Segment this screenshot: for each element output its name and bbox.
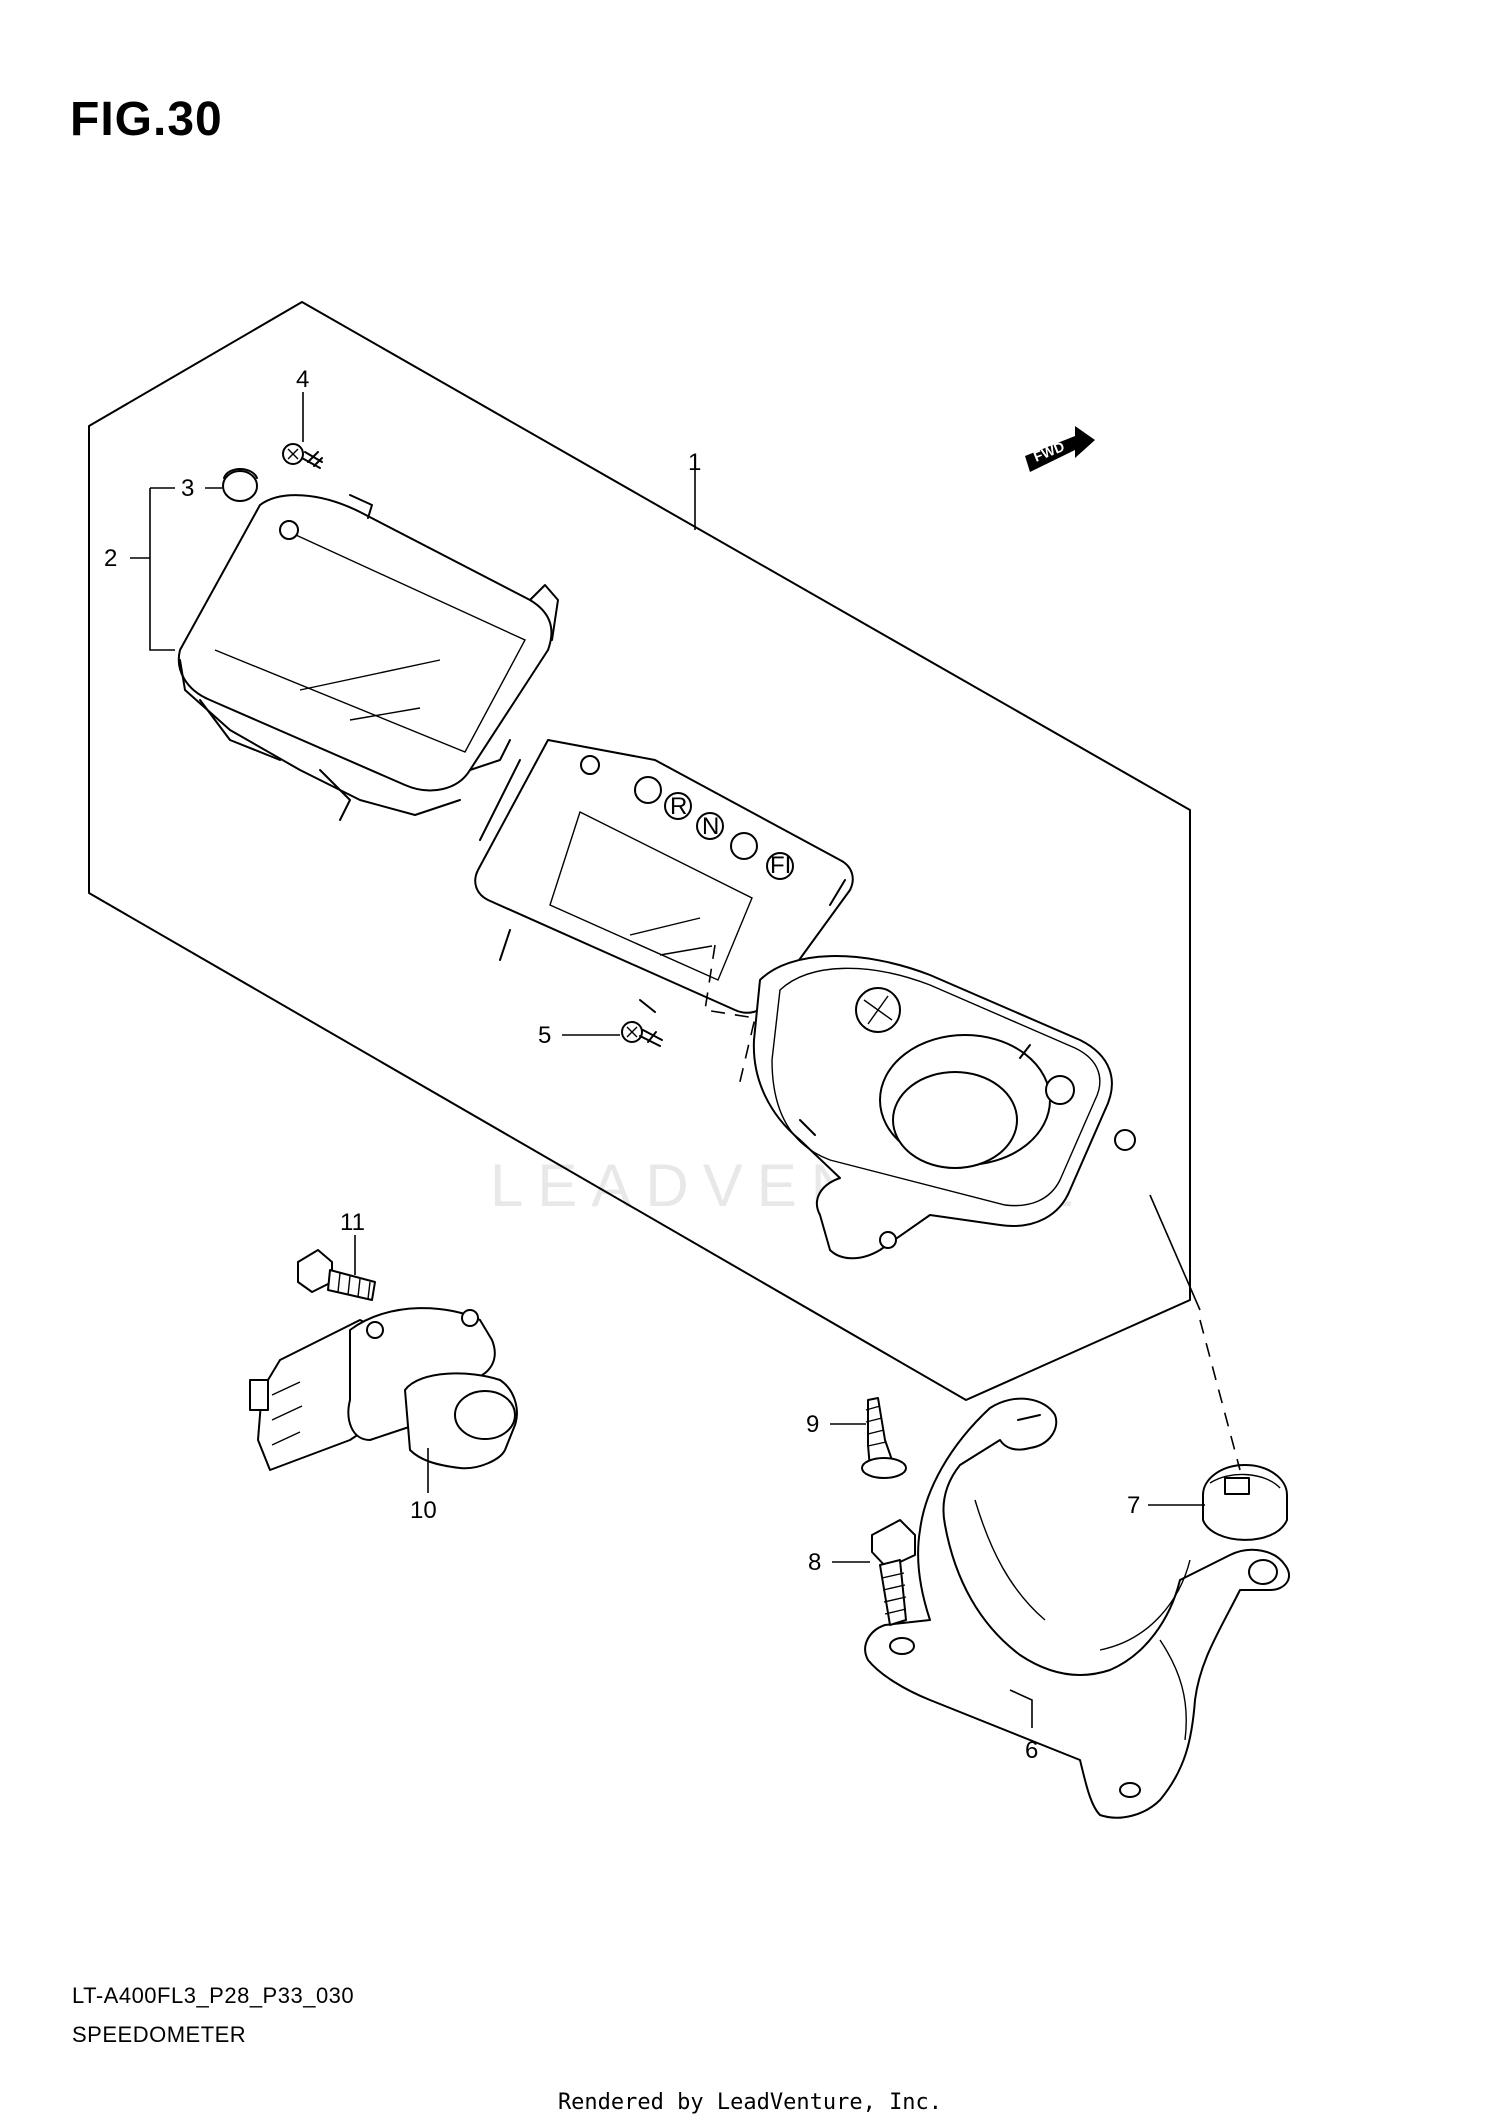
callout-10: 10: [410, 1497, 437, 1524]
meter-upper-case: [177, 494, 559, 821]
screw-part-5: [621, 1021, 663, 1047]
callout-5: 5: [538, 1022, 551, 1049]
assembly-boundary: [88, 301, 1191, 1401]
bolt-part-8: [871, 1519, 916, 1626]
indicator-lamps: R N FI: [634, 776, 794, 880]
callout-9: 9: [806, 1411, 819, 1438]
callout-leaders: [130, 392, 1205, 1728]
meter-lower-housing: [752, 955, 1136, 1260]
fwd-arrow-icon: FWD: [1025, 426, 1095, 472]
callout-3: 3: [181, 475, 194, 502]
callout-6: 6: [1025, 1737, 1038, 1764]
callout-2: 2: [104, 545, 117, 572]
figure-title: FIG.30: [70, 93, 223, 146]
callout-8: 8: [808, 1549, 821, 1576]
diagram-code: LT-A400FL3_P28_P33_030: [72, 1983, 355, 2008]
cap-part-3: [222, 468, 258, 502]
callout-1: 1: [688, 449, 701, 476]
indicator-n: N: [702, 813, 719, 840]
lcd-meter-panel: R N FI: [474, 739, 854, 1014]
indicator-fi: FI: [770, 852, 791, 879]
screw-part-4: [282, 443, 323, 469]
grommet-part-7: [1202, 1464, 1288, 1541]
callout-7: 7: [1127, 1492, 1140, 1519]
callout-4: 4: [296, 366, 309, 393]
diagram-caption: SPEEDOMETER: [72, 2022, 247, 2047]
bracket-part-6: [864, 1397, 1290, 1819]
callout-11: 11: [340, 1209, 365, 1236]
screw-part-9: [861, 1397, 907, 1479]
speed-sensor-part-10: [249, 1307, 518, 1471]
indicator-r: R: [670, 793, 687, 820]
bolt-part-11: [297, 1249, 376, 1301]
footer-credit: Rendered by LeadVenture, Inc.: [557, 2090, 943, 2115]
